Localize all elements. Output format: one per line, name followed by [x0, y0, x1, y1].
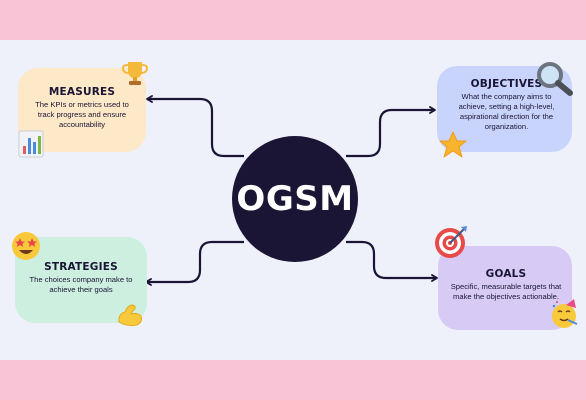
objectives-text: What the company aims to achieve, settin… — [458, 92, 555, 131]
trophy-icon — [121, 62, 149, 85]
magnifier-icon — [537, 62, 573, 96]
connector-objectives — [346, 106, 436, 158]
strategies-text: The choices company make to achieve thei… — [29, 275, 133, 294]
goals-text: Specific, measurable targets that make t… — [450, 282, 562, 301]
objectives-title: OBJECTIVES — [470, 78, 543, 90]
star-struck-emoji-icon — [12, 232, 40, 260]
party-face-icon — [552, 299, 578, 328]
ogsm-center-circle: OGSM — [232, 136, 358, 262]
measures-title: MEASURES — [48, 86, 116, 98]
goals-title: GOALS — [485, 268, 527, 280]
flexed-biceps-icon — [118, 304, 142, 327]
connector-goals — [346, 240, 438, 282]
goals-card: GOALS Specific, measurable targets that … — [438, 246, 572, 330]
connector-strategies — [145, 240, 244, 286]
connector-measures — [146, 95, 244, 158]
star-icon — [439, 131, 467, 158]
center-label: OGSM — [236, 179, 354, 219]
bar-chart-icon — [18, 130, 44, 158]
strategies-title: STRATEGIES — [44, 261, 118, 273]
target-icon — [435, 226, 467, 258]
measures-text: The KPIs or metrics used to track progre… — [35, 100, 129, 129]
